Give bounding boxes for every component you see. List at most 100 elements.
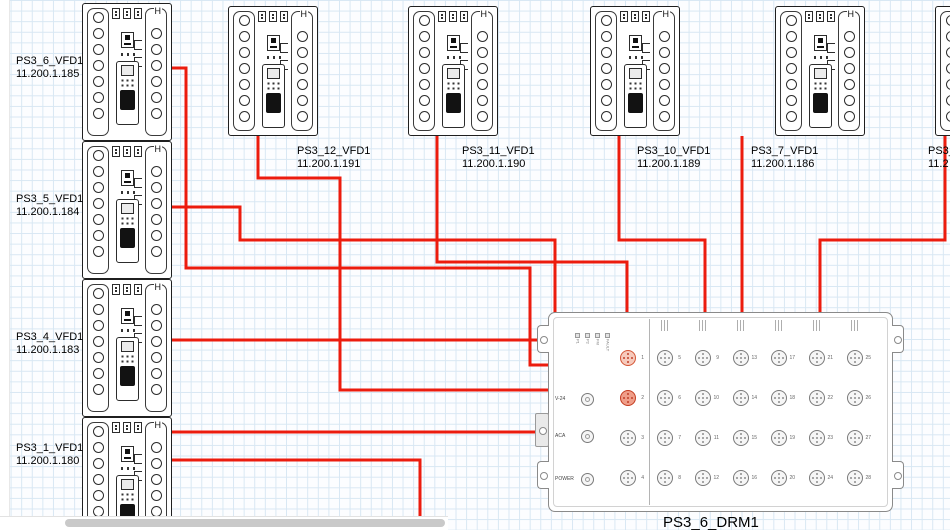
wire-ps3_6[interactable] [172,66,550,367]
terminal-circle [476,79,488,90]
vfd-device-2[interactable]: H [82,141,172,279]
terminal-circle [238,31,250,42]
status-led-block: P1 P2 FM FAULT [575,333,611,352]
vfd-device-7[interactable]: H [590,6,680,136]
connector-number: 2 [641,395,644,401]
connector-number: 16 [751,475,757,481]
indicator-dots [267,56,281,59]
terminal-strip-right [291,11,313,131]
keypad-buttons [266,81,281,90]
device-ip: 11.200.1.191 [297,157,361,170]
terminal-circle [658,111,670,122]
terminal-circle [843,95,855,106]
terminal-strip-left [413,11,435,131]
terminal-circle [92,44,104,55]
wire-ps3_5[interactable] [172,205,557,314]
terminal-circle [600,111,612,122]
terminal-circle [418,63,430,74]
terminal-circle [150,304,162,315]
relay-icon [267,35,280,51]
terminal-circle [600,15,612,26]
h-port-label: H [153,144,162,154]
terminal-circle [418,47,430,58]
h-port-label: H [479,9,488,19]
indicator-dots [121,53,135,56]
terminal-circle [296,111,308,122]
connector-number: 15 [751,435,757,441]
terminal-circle [92,320,104,331]
terminal-strip-left [87,422,109,530]
vfd-device-9[interactable]: H [935,6,950,136]
terminal-circle [945,47,950,58]
vfd-device-1[interactable]: H [82,3,172,141]
device-name: PS3_1_VFD1 [16,442,84,454]
connector-number: 14 [751,395,757,401]
terminal-circle [296,63,308,74]
plug-connector-icon [134,178,142,188]
connector-number: 17 [789,355,795,361]
terminal-circle [150,182,162,193]
terminal-circle [418,95,430,106]
wire-ps3_12[interactable] [256,136,550,392]
terminal-circle [476,111,488,122]
keypad-display [116,199,139,263]
terminal-strip-right [471,11,493,131]
m12-connector-16: 16 [733,470,757,486]
terminal-strip-right [653,11,675,131]
port-tick-marks [851,320,860,331]
mounting-ear-icon [537,325,549,353]
keypad-buttons [120,216,135,225]
display-screen [629,68,642,79]
terminal-circle [785,47,797,58]
terminal-circle [296,79,308,90]
aux-port [581,430,594,443]
display-screen [267,68,280,79]
wire-ps3_8[interactable] [818,136,947,314]
wire-ps3_1_b[interactable] [172,458,422,530]
connector-number: 18 [789,395,795,401]
terminal-circle [150,246,162,257]
terminal-circle [945,95,950,106]
connector-number: 24 [827,475,833,481]
power-terminals-icon [805,11,835,22]
power-terminals-icon [438,11,468,22]
terminal-circle [150,214,162,225]
m12-connector-20: 20 [771,470,795,486]
terminal-circle [785,95,797,106]
led-label: P2 [585,339,591,344]
drm-section-divider [649,319,650,505]
terminal-icon [620,11,628,22]
wire-ps3_11[interactable] [435,136,629,314]
led-label: P1 [575,339,581,344]
connector-number: 3 [641,435,644,441]
terminal-circle [418,79,430,90]
horizontal-scrollbar-thumb[interactable] [65,519,445,527]
terminal-icon [269,11,277,22]
vfd-device-3[interactable]: H [82,279,172,417]
wire-ps3_10[interactable] [617,136,707,314]
relay-icon [121,446,134,462]
display-screen [814,68,827,79]
terminal-circle [843,47,855,58]
indicator-dots [121,467,135,470]
terminal-circle [238,15,250,26]
vfd-device-8[interactable]: H [775,6,865,136]
aux-port-label: ACA [555,433,566,439]
vfd-device-5[interactable]: H [228,6,318,136]
vfd-device-6[interactable]: H [408,6,498,136]
keypad-display [116,337,139,401]
keypad-buttons [120,492,135,501]
terminal-circle [150,458,162,469]
vfd-device-4[interactable]: H [82,417,172,530]
terminal-icon [123,8,131,19]
m12-connector-2: 2 [620,390,644,406]
keypad-buttons [120,78,135,87]
terminal-circle [92,490,104,501]
keypad-buttons [120,354,135,363]
terminal-circle [92,442,104,453]
led-label: FAULT [605,339,611,352]
